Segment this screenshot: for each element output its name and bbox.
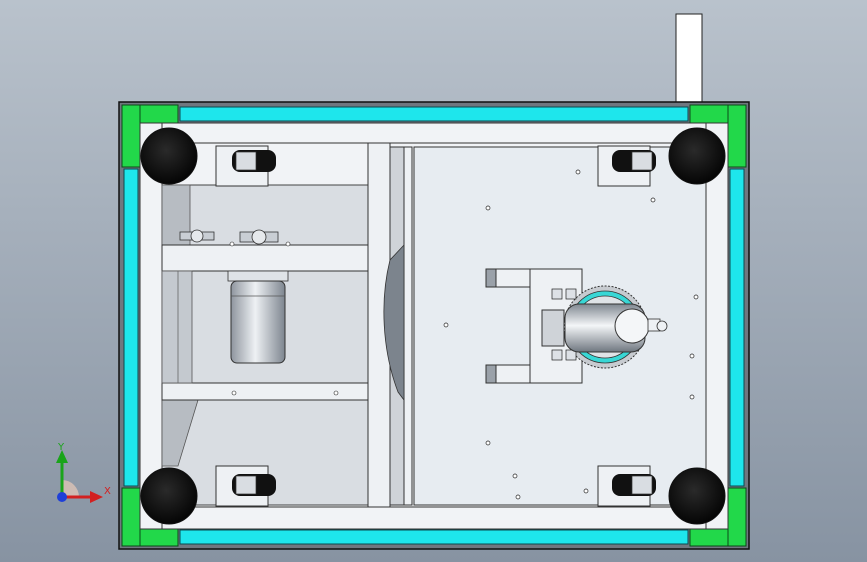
rail-cyan-right — [729, 168, 745, 487]
frame-green-left-bottom — [121, 487, 141, 547]
sprocket-right — [239, 229, 279, 245]
x-axis-arrow — [90, 491, 103, 503]
frame-green-left-top — [121, 104, 141, 168]
rail-cyan-left — [123, 168, 139, 487]
caster-top-right — [597, 127, 726, 187]
y-axis-arrow — [56, 450, 68, 463]
rail-cyan-bottom — [179, 529, 689, 545]
drive-compartment — [161, 142, 413, 508]
divider-beam-c — [403, 146, 413, 506]
plate-holes — [443, 169, 699, 500]
caster-top-left — [140, 127, 276, 187]
shelf-plate-upper — [161, 244, 369, 272]
frame-green-right-top — [727, 104, 747, 168]
sprocket-left — [179, 229, 215, 243]
bracket-bolts — [551, 288, 577, 361]
frame-green-right-bottom — [727, 487, 747, 547]
working-plate — [413, 146, 707, 506]
triad-y-label: Y — [58, 442, 65, 453]
pneumatic-cylinder — [564, 303, 668, 353]
z-axis-dot — [57, 492, 67, 502]
rail-cyan-top — [179, 106, 689, 122]
caster-bottom-left — [140, 465, 276, 525]
triad-x-label: X — [104, 486, 111, 497]
drive-motor — [227, 270, 289, 364]
coordinate-triad-icon — [56, 450, 103, 503]
caster-bottom-right — [597, 465, 726, 525]
